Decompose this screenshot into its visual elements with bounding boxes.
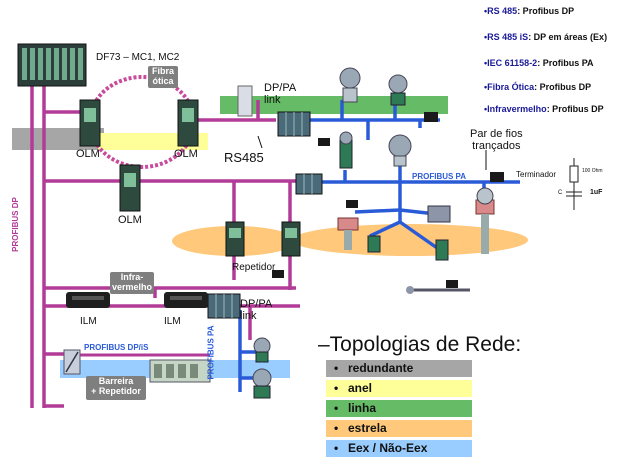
ilm-label-left: ILM — [80, 316, 97, 327]
par-fios-label: Par de fios trançados — [470, 128, 523, 152]
topologia-redundante: •redundante — [326, 360, 472, 377]
profibus-dp-lines — [30, 80, 300, 408]
capacitor-letter: C — [558, 190, 563, 196]
flowmeter-2 — [435, 239, 449, 261]
profibus-pa-label: PROFIBUS PA — [412, 172, 467, 181]
terminator-schematic — [566, 158, 582, 210]
legend-item-fibra: •Fibra Ótica: Profibus DP — [484, 82, 592, 92]
dp-pa-link-bottom — [207, 293, 241, 319]
profibus-dp-is-label: PROFIBUS DP/iS — [84, 343, 149, 352]
rs485-pointer — [257, 135, 263, 149]
positioner — [427, 205, 451, 223]
df73-controller-rack — [17, 43, 87, 87]
barrier-repeater — [63, 349, 81, 375]
transmitter-3 — [388, 134, 412, 167]
topologias-title: –Topologias de Rede: — [318, 333, 522, 356]
remote-io-station — [149, 359, 211, 383]
profibus-dp-vertical-label: PROFIBUS DP — [10, 197, 20, 252]
ilm-module-left — [66, 292, 110, 308]
topologia-anel: •anel — [326, 380, 472, 397]
dp-pa-link-label-bottom: DP/PA link — [240, 298, 273, 322]
ilm-module-right — [164, 292, 208, 308]
df73-label: DF73 – MC1, MC2 — [96, 52, 180, 63]
olm-label-left: OLM — [76, 148, 100, 160]
legend-item-rs485: •RS 485: Profibus DP — [484, 6, 575, 16]
repeater-left — [225, 221, 245, 257]
probe — [406, 286, 470, 294]
repetidor-label: Repetidor — [232, 262, 276, 273]
dp-pa-link-top — [237, 85, 311, 137]
terminators — [272, 112, 504, 288]
transmitter-bottom-1 — [253, 337, 271, 363]
capacitor-value: 1uF — [590, 189, 603, 196]
legend-item-rs485is: •RS 485 iS: DP em áreas (Ex) — [484, 32, 608, 42]
infravermelho-label: Infra- vermelho — [110, 272, 154, 294]
valve-actuator — [337, 217, 359, 250]
flowmeter-3 — [367, 235, 381, 253]
dp-pa-link-middle — [295, 173, 323, 195]
transmitter-1 — [339, 67, 361, 103]
profibus-pa-vertical-label: PROFIBUS PA — [206, 325, 216, 380]
legend-item-iec: •IEC 61158-2: Profibus PA — [484, 58, 594, 68]
terminador-label: Terminador — [516, 170, 557, 179]
topologia-linha: •linha — [326, 400, 472, 417]
control-valve — [475, 187, 495, 254]
olm-module-left — [79, 99, 101, 147]
topologia-eex: •Eex / Não-Eex — [326, 440, 472, 457]
ilm-label-right: ILM — [164, 316, 181, 327]
repeater-right — [281, 221, 301, 257]
rs485-label: RS485 — [224, 150, 264, 165]
barreira-label: Barreira + Repetidor — [86, 376, 146, 400]
olm-module-right — [177, 99, 199, 147]
topologia-estrela: •estrela — [326, 420, 472, 437]
zone-linha-band — [220, 96, 448, 114]
transmitter-2 — [388, 74, 408, 106]
olm-module-bottom — [119, 164, 141, 212]
olm-label-bottom: OLM — [118, 214, 142, 226]
dp-pa-link-label-top: DP/PA link — [264, 82, 297, 106]
legend-item-infra: •Infravermelho: Profibus DP — [484, 104, 604, 114]
flowmeter-1 — [339, 131, 353, 169]
field-instruments — [252, 67, 495, 399]
fibra-otica-label: Fibra ótica — [148, 66, 178, 88]
resistor-value: 100 Ohm — [582, 168, 603, 174]
olm-label-right: OLM — [174, 148, 198, 160]
transmitter-bottom-2 — [252, 368, 272, 399]
